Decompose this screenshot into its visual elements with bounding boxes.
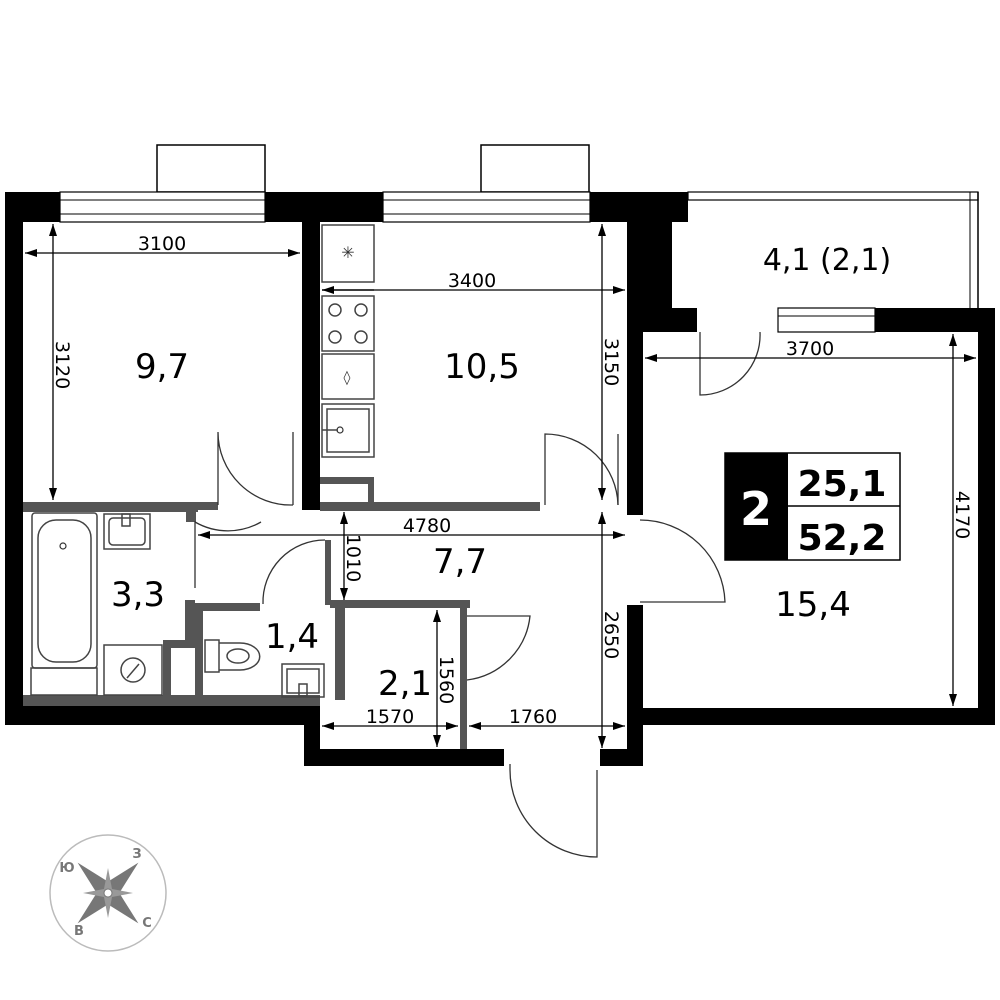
svg-text:◊: ◊ xyxy=(344,370,351,386)
area-badge: 2 25,1 52,2 xyxy=(724,452,901,561)
rooms-count: 2 xyxy=(740,482,772,536)
dim-1760: 1760 xyxy=(509,706,557,728)
room-area-hall: 7,7 xyxy=(433,542,487,582)
kitchen-fixtures: ✳ ◊ xyxy=(321,224,375,458)
window-bays xyxy=(156,144,590,193)
room-area-bath: 3,3 xyxy=(111,575,165,615)
room-area-balcony: 4,1 (2,1) xyxy=(763,243,891,278)
dim-3400: 3400 xyxy=(448,270,496,292)
svg-text:✳: ✳ xyxy=(341,243,354,262)
dim-3120: 3120 xyxy=(51,341,73,389)
compass-letter-1: Ю xyxy=(59,861,74,876)
dim-1010: 1010 xyxy=(342,534,364,582)
room-labels: 9,7 10,5 4,1 (2,1) 15,4 7,7 3,3 1,4 2,1 xyxy=(111,243,891,704)
doors xyxy=(194,331,761,858)
room-area-wc: 1,4 xyxy=(265,617,319,657)
dim-4170: 4170 xyxy=(951,491,973,539)
room-area-storage: 2,1 xyxy=(378,664,432,704)
dimension-labels: 3100 3120 3400 3150 3700 4170 4780 1010 … xyxy=(51,233,973,728)
compass-rose-icon: Ю З В С xyxy=(49,834,167,952)
dimension-lines xyxy=(25,224,976,748)
dim-4780: 4780 xyxy=(403,515,451,537)
room-area-living: 15,4 xyxy=(775,585,851,625)
dim-3700: 3700 xyxy=(786,338,834,360)
dim-3150: 3150 xyxy=(600,338,622,386)
compass-letter-3: В xyxy=(74,924,84,939)
partitions xyxy=(23,477,540,749)
windows xyxy=(59,191,979,333)
exterior-walls xyxy=(5,192,995,766)
total-area: 52,2 xyxy=(798,518,887,559)
room-area-kitchen: 10,5 xyxy=(444,347,520,387)
room-area-bedroom: 9,7 xyxy=(135,347,189,387)
dim-3100: 3100 xyxy=(138,233,186,255)
dim-1560: 1560 xyxy=(435,656,457,704)
dim-2650: 2650 xyxy=(600,611,622,659)
dim-1570: 1570 xyxy=(366,706,414,728)
bath-fixtures xyxy=(30,512,325,698)
compass-letter-4: С xyxy=(142,916,152,931)
compass-letter-2: З xyxy=(132,847,141,862)
living-area: 25,1 xyxy=(798,464,887,505)
